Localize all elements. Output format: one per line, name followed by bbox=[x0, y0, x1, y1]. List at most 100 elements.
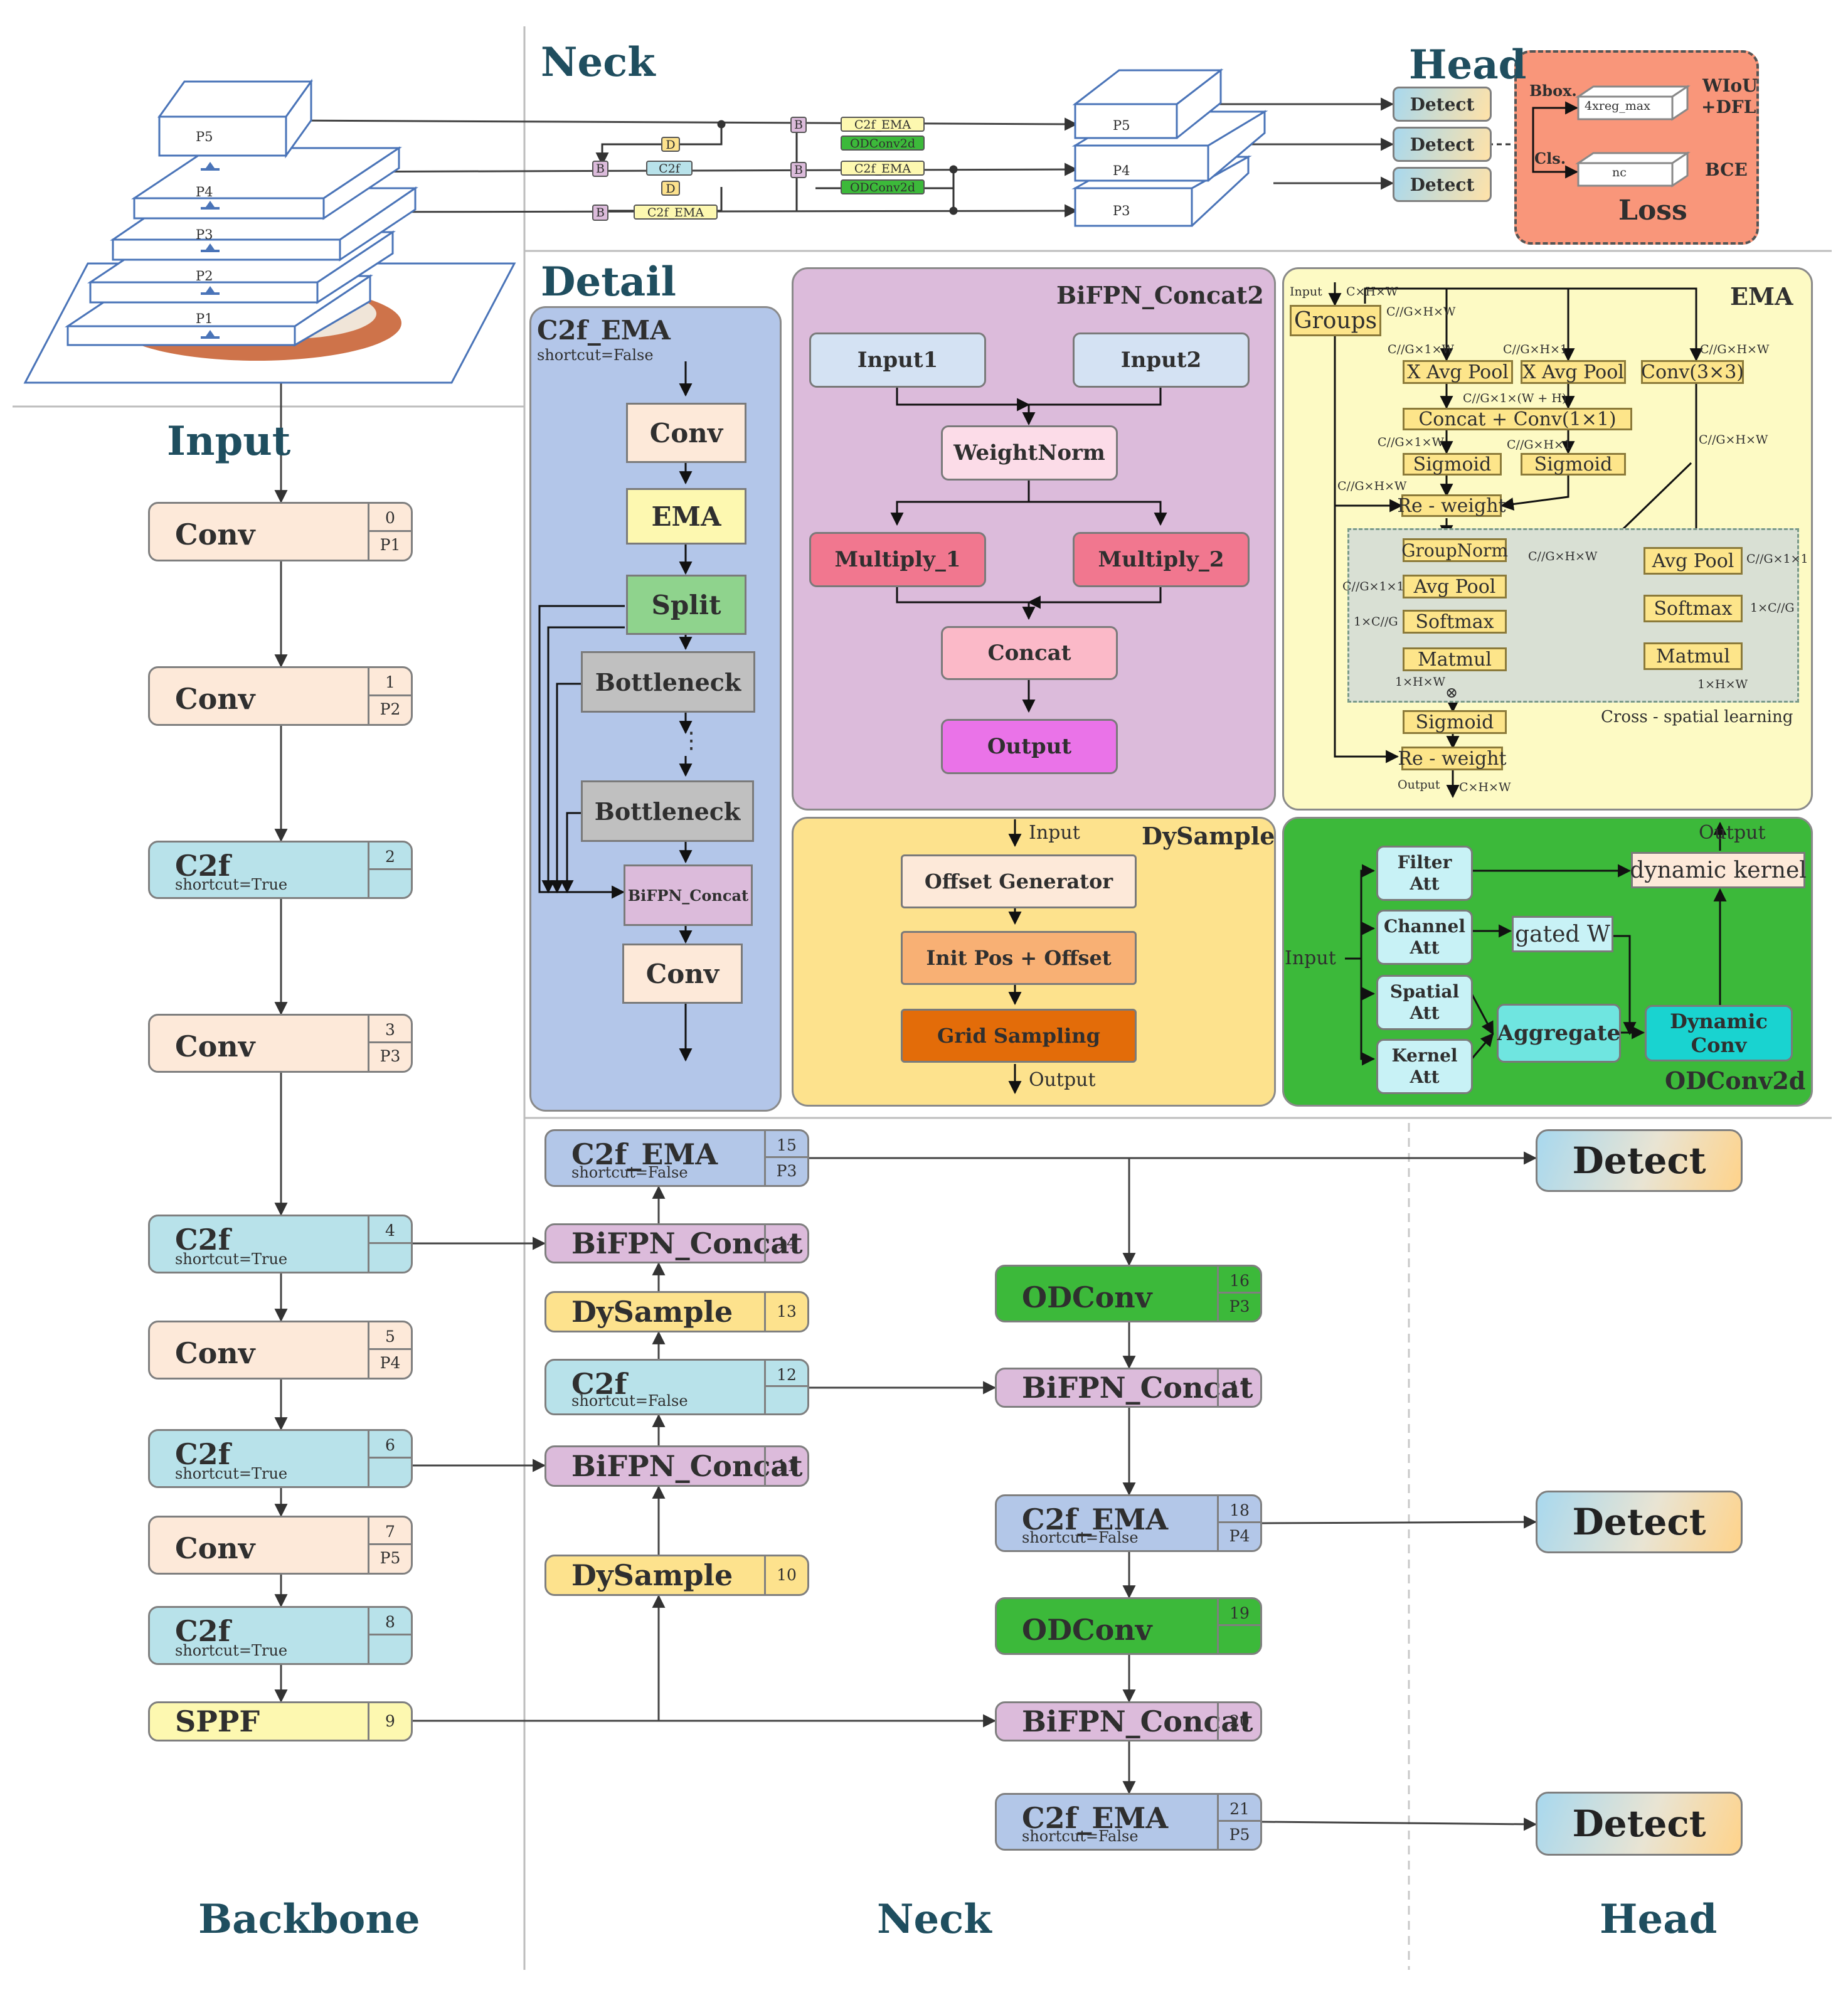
ema-reweight-1: Re - weight bbox=[1397, 494, 1506, 517]
loss-wiou-label: WIoU bbox=[1702, 75, 1758, 96]
neck-layer-20-bifpn-concat: BiFPN_Concat 20 bbox=[995, 1701, 1262, 1741]
neck-layer-13-dysample: DySample 13 bbox=[544, 1291, 809, 1332]
ema-dim-ch12: C//G×H×1 bbox=[1507, 438, 1572, 452]
bifpn2-multiply2: Multiply_2 bbox=[1073, 532, 1250, 587]
neck-mini-d2: D bbox=[661, 181, 680, 196]
backbone-layer-9-sppf: SPPF 9 bbox=[148, 1701, 413, 1741]
section-title-head-bottom: Head bbox=[1600, 1896, 1718, 1943]
neck-mini-odconv2d-1: ODConv2d bbox=[841, 136, 925, 151]
bifpn2-weightnorm: WeightNorm bbox=[941, 425, 1118, 481]
loss-bbox-label: Bbox. bbox=[1529, 82, 1577, 100]
c2f-ema-detail-shortcut: shortcut=False bbox=[537, 346, 654, 364]
ema-dim-1hwr: 1×H×W bbox=[1697, 678, 1748, 691]
ema-sigmoid-1: Sigmoid bbox=[1403, 453, 1502, 476]
dysample-init-pos-offset: Init Pos + Offset bbox=[901, 931, 1137, 985]
neck-feature-p4: P4 bbox=[1113, 163, 1130, 178]
ema-matmul-right: Matmul bbox=[1644, 642, 1743, 670]
loss-panel bbox=[1514, 50, 1759, 245]
backbone-layer-6-c2f: C2f shortcut=True 6 bbox=[148, 1429, 413, 1488]
neck-feature-p5: P5 bbox=[1113, 118, 1130, 133]
neck-layer-12-c2f: C2f shortcut=False 12 bbox=[544, 1359, 809, 1415]
input-pyramid-illustration bbox=[23, 78, 516, 384]
pyramid-label-p4: P4 bbox=[196, 184, 213, 199]
ema-conv3x3: Conv(3×3) bbox=[1641, 360, 1744, 384]
loss-reg-label: 4xreg_max bbox=[1585, 99, 1650, 113]
section-title-detail: Detail bbox=[541, 258, 676, 306]
ema-dim-gn: C//G×H×W bbox=[1528, 550, 1598, 563]
neck-feature-blocks bbox=[1071, 68, 1268, 227]
ema-dim-1cgr: 1×C//G bbox=[1750, 601, 1795, 615]
neck-mini-b1: B bbox=[790, 117, 807, 133]
head-detect-p3: Detect bbox=[1536, 1129, 1743, 1192]
ema-softmax-right: Softmax bbox=[1644, 595, 1743, 622]
ema-y-avg-pool: X Avg Pool bbox=[1521, 360, 1626, 384]
section-title-neck-bottom: Neck bbox=[877, 1896, 992, 1943]
bifpn2-input2: Input2 bbox=[1073, 332, 1250, 388]
ema-matmul-left: Matmul bbox=[1403, 647, 1507, 671]
neck-mini-b3: B bbox=[790, 162, 807, 178]
bifpn2-input1: Input1 bbox=[809, 332, 986, 388]
loss-title: Loss bbox=[1618, 194, 1687, 226]
neck-mini-odconv2d-2: ODConv2d bbox=[841, 179, 925, 194]
c2f-ema-detail-ema: EMA bbox=[626, 488, 746, 545]
ema-dim-c11r: C//G×1×1 bbox=[1746, 552, 1808, 566]
neck-mini-c2f: C2f bbox=[646, 161, 693, 176]
neck-layer-17-bifpn-concat: BiFPN_Concat 17 bbox=[995, 1368, 1262, 1408]
head-mini-detect-1: Detect bbox=[1393, 87, 1492, 122]
section-title-input: Input bbox=[167, 418, 291, 465]
ema-dim-chw3: C//G×H×W bbox=[1337, 479, 1407, 493]
neck-layer-10-dysample: DySample 10 bbox=[544, 1555, 809, 1596]
c2f-ema-detail-bottleneck1: Bottleneck bbox=[581, 651, 755, 713]
neck-layer-11-bifpn-concat: BiFPN_Concat 11 bbox=[544, 1445, 809, 1487]
odconv2d-title: ODConv2d bbox=[1665, 1066, 1806, 1095]
neck-layer-14-bifpn-concat: BiFPN_Concat 14 bbox=[544, 1223, 809, 1263]
neck-mini-d1: D bbox=[661, 137, 680, 152]
odconv2d-input-label: Input bbox=[1285, 947, 1336, 969]
ema-dim-wh: C//G×1×(W + H) bbox=[1463, 391, 1567, 405]
bifpn2-output: Output bbox=[941, 719, 1118, 774]
ema-output-dim: C×H×W bbox=[1459, 780, 1511, 794]
loss-nc-label: nc bbox=[1612, 166, 1627, 179]
backbone-layer-4-c2f: C2f shortcut=True 4 bbox=[148, 1215, 413, 1274]
loss-bce-label: BCE bbox=[1705, 159, 1748, 180]
odconv2d-gated-w: gated W bbox=[1512, 916, 1613, 952]
ema-avgpool-left: Avg Pool bbox=[1403, 575, 1507, 598]
dysample-offset-generator: Offset Generator bbox=[901, 854, 1137, 908]
section-title-backbone: Backbone bbox=[198, 1896, 420, 1943]
neck-mini-c2f-ema-1: C2f_EMA bbox=[841, 117, 925, 132]
section-title-head-top: Head bbox=[1409, 41, 1527, 88]
loss-arrows bbox=[1532, 85, 1691, 188]
ema-input-dim: C×H×W bbox=[1346, 285, 1398, 299]
head-detect-p4: Detect bbox=[1536, 1491, 1743, 1553]
ema-cross-spatial-label: Cross - spatial learning bbox=[1601, 708, 1793, 726]
ema-title: EMA bbox=[1730, 282, 1793, 311]
dysample-input-label: Input bbox=[1029, 822, 1080, 844]
neck-layer-19-odconv: ODConv 19 bbox=[995, 1597, 1262, 1655]
c2f-ema-detail-conv2: Conv bbox=[622, 944, 743, 1004]
ema-sigmoid-2: Sigmoid bbox=[1521, 453, 1626, 476]
backbone-layer-8-c2f: C2f shortcut=True 8 bbox=[148, 1606, 413, 1665]
dysample-output-label: Output bbox=[1029, 1069, 1096, 1091]
ema-otimes: ⊗ bbox=[1445, 684, 1458, 701]
ema-dim-c11: C//G×1×1 bbox=[1342, 580, 1405, 593]
section-title-neck-top: Neck bbox=[541, 39, 656, 86]
neck-mini-c2f-ema-bottom: C2f_EMA bbox=[634, 205, 718, 220]
ema-groups: Groups bbox=[1290, 305, 1381, 336]
ema-dim-chw: C//G×H×W bbox=[1700, 343, 1770, 356]
neck-mini-b4: B bbox=[592, 205, 608, 221]
ema-input-label: Input bbox=[1290, 285, 1322, 299]
ema-dim-c1w2: C//G×1×W bbox=[1378, 435, 1444, 449]
c2f-ema-detail-bottleneck2: Bottleneck bbox=[581, 780, 754, 842]
dysample-grid-sampling: Grid Sampling bbox=[901, 1009, 1137, 1063]
odconv2d-dynamic-kernel: dynamic kernel bbox=[1630, 852, 1807, 888]
ema-dim-1cg: 1×C//G bbox=[1354, 615, 1398, 629]
